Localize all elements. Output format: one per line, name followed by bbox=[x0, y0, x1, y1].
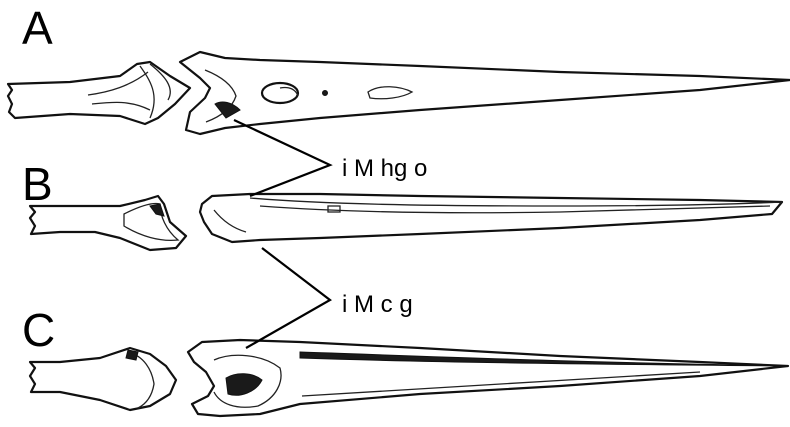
panel-label-b: B bbox=[22, 158, 53, 210]
panel-a-foramen bbox=[262, 83, 298, 103]
panel-label-c: C bbox=[22, 304, 55, 356]
panel-b-drawing bbox=[30, 194, 782, 250]
leader-line-hgo bbox=[234, 120, 330, 196]
leader-line-cg bbox=[246, 248, 330, 348]
panel-c-distal-bone bbox=[188, 340, 788, 416]
panel-label-a: A bbox=[22, 2, 53, 54]
panel-b-proximal-bone bbox=[30, 196, 186, 250]
panel-a-drawing bbox=[8, 52, 790, 134]
callout-label-hgo: i M hg o bbox=[342, 155, 427, 182]
callout-label-cg: i M c g bbox=[342, 291, 413, 318]
panel-c-proximal-bone bbox=[30, 348, 176, 410]
panel-c-drawing bbox=[30, 340, 788, 416]
